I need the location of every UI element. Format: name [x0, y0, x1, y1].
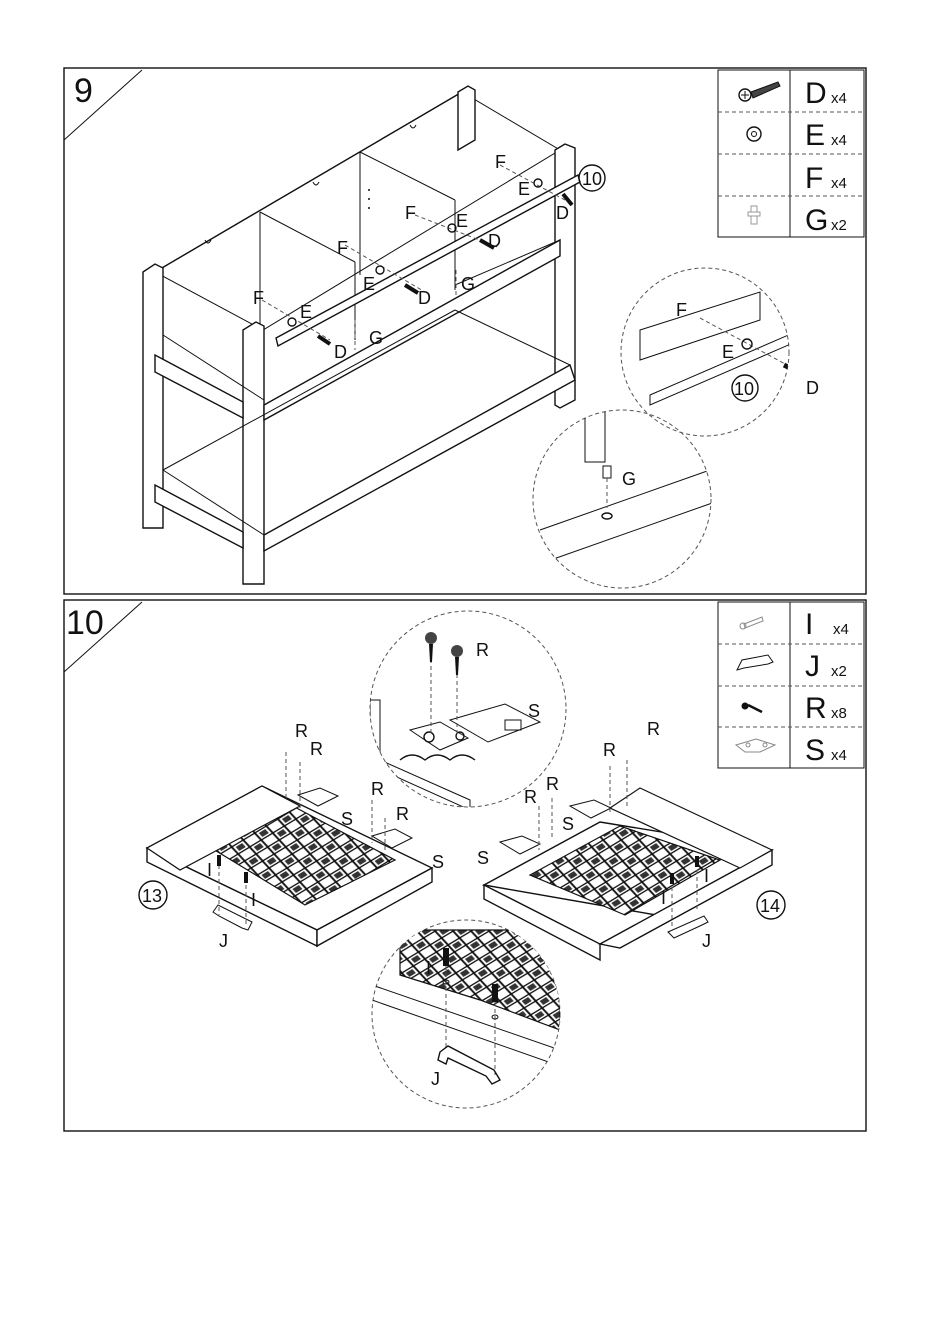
step-9-panel: 9 — [64, 68, 866, 594]
peg-icon — [748, 206, 760, 224]
door-number-13: 13 — [142, 886, 162, 906]
label-e-2: E — [363, 274, 375, 294]
label-i-2: I — [251, 890, 256, 910]
parts-table: D x4 E x4 F x4 G x2 — [718, 70, 864, 237]
detail-label-g: G — [622, 469, 636, 489]
small-screw-icon — [740, 617, 763, 629]
part-letter-f: F — [805, 162, 823, 195]
step-number: 10 — [66, 604, 104, 642]
label-i-1: I — [207, 860, 212, 880]
detail-label-j: J — [431, 1069, 440, 1089]
detail-label-d: D — [806, 378, 819, 398]
detail-label-f: F — [676, 300, 687, 320]
label-j-2: J — [702, 931, 711, 951]
part-qty-d: x4 — [831, 90, 847, 107]
part-letter-j: J — [805, 650, 820, 683]
detail-circle-hinge: R S — [370, 611, 566, 810]
label-r-1: R — [295, 721, 308, 741]
part-letter-s: S — [805, 734, 825, 767]
label-e-4: E — [518, 179, 530, 199]
label-e-1: E — [300, 302, 312, 322]
label-i-4: I — [704, 866, 709, 886]
label-s-3: S — [562, 814, 574, 834]
label-f-2: F — [337, 238, 348, 258]
label-r-3: R — [371, 779, 384, 799]
part-qty-r: x8 — [831, 705, 847, 722]
label-e-3: E — [456, 211, 468, 231]
part-qty-e: x4 — [831, 132, 847, 149]
part-letter-d: D — [805, 77, 827, 110]
label-s-2: S — [432, 852, 444, 872]
detail-ref-number: 10 — [734, 379, 754, 399]
detail-label-s: S — [528, 701, 540, 721]
label-r-2: R — [310, 739, 323, 759]
step-number: 9 — [74, 72, 93, 110]
label-f-3: F — [405, 203, 416, 223]
label-d-2: D — [418, 288, 431, 308]
detail-circle-bolt: F E D 10 — [621, 268, 819, 436]
label-d-1: D — [334, 342, 347, 362]
part-qty-i: x4 — [833, 621, 849, 638]
label-s-1: S — [341, 809, 353, 829]
detail-label-r: R — [476, 640, 489, 660]
label-r-6: R — [546, 774, 559, 794]
label-f-1: F — [253, 288, 264, 308]
step-10-panel: 10 I x4 — [64, 600, 866, 1131]
console-table-drawing — [143, 86, 580, 584]
label-g-2: G — [461, 274, 475, 294]
part-letter-g: G — [805, 204, 828, 237]
wood-screw-icon — [742, 703, 763, 713]
label-s-4: S — [477, 848, 489, 868]
detail-circle-peg: G — [533, 410, 715, 588]
part-letter-r: R — [805, 692, 827, 725]
part-letter-i: I — [805, 608, 813, 641]
part-qty-g: x2 — [831, 217, 847, 234]
detail-label-e: E — [722, 342, 734, 362]
part-qty-f: x4 — [831, 175, 847, 192]
door-number-14: 14 — [760, 896, 780, 916]
label-g-1: G — [369, 328, 383, 348]
parts-table: I x4 J x2 R x8 S x4 — [718, 602, 864, 768]
hinge-icon — [736, 739, 775, 752]
label-i-3: I — [661, 888, 666, 908]
handle-icon — [737, 655, 773, 670]
door-left: 13 — [139, 752, 432, 946]
label-r-4: R — [396, 804, 409, 824]
label-d-3: D — [488, 231, 501, 251]
label-j-1: J — [219, 931, 228, 951]
nut-icon — [747, 127, 761, 141]
part-letter-e: E — [805, 119, 825, 152]
label-r-5: R — [524, 787, 537, 807]
label-r-8: R — [647, 719, 660, 739]
detail-circle-handle: I J — [372, 920, 560, 1108]
ref-number-10: 10 — [582, 169, 602, 189]
label-d-4: D — [556, 203, 569, 223]
part-qty-s: x4 — [831, 747, 847, 764]
screw-icon — [739, 82, 780, 101]
detail-label-i: I — [426, 958, 431, 978]
label-r-7: R — [603, 740, 616, 760]
label-f-4: F — [495, 152, 506, 172]
part-qty-j: x2 — [831, 663, 847, 680]
